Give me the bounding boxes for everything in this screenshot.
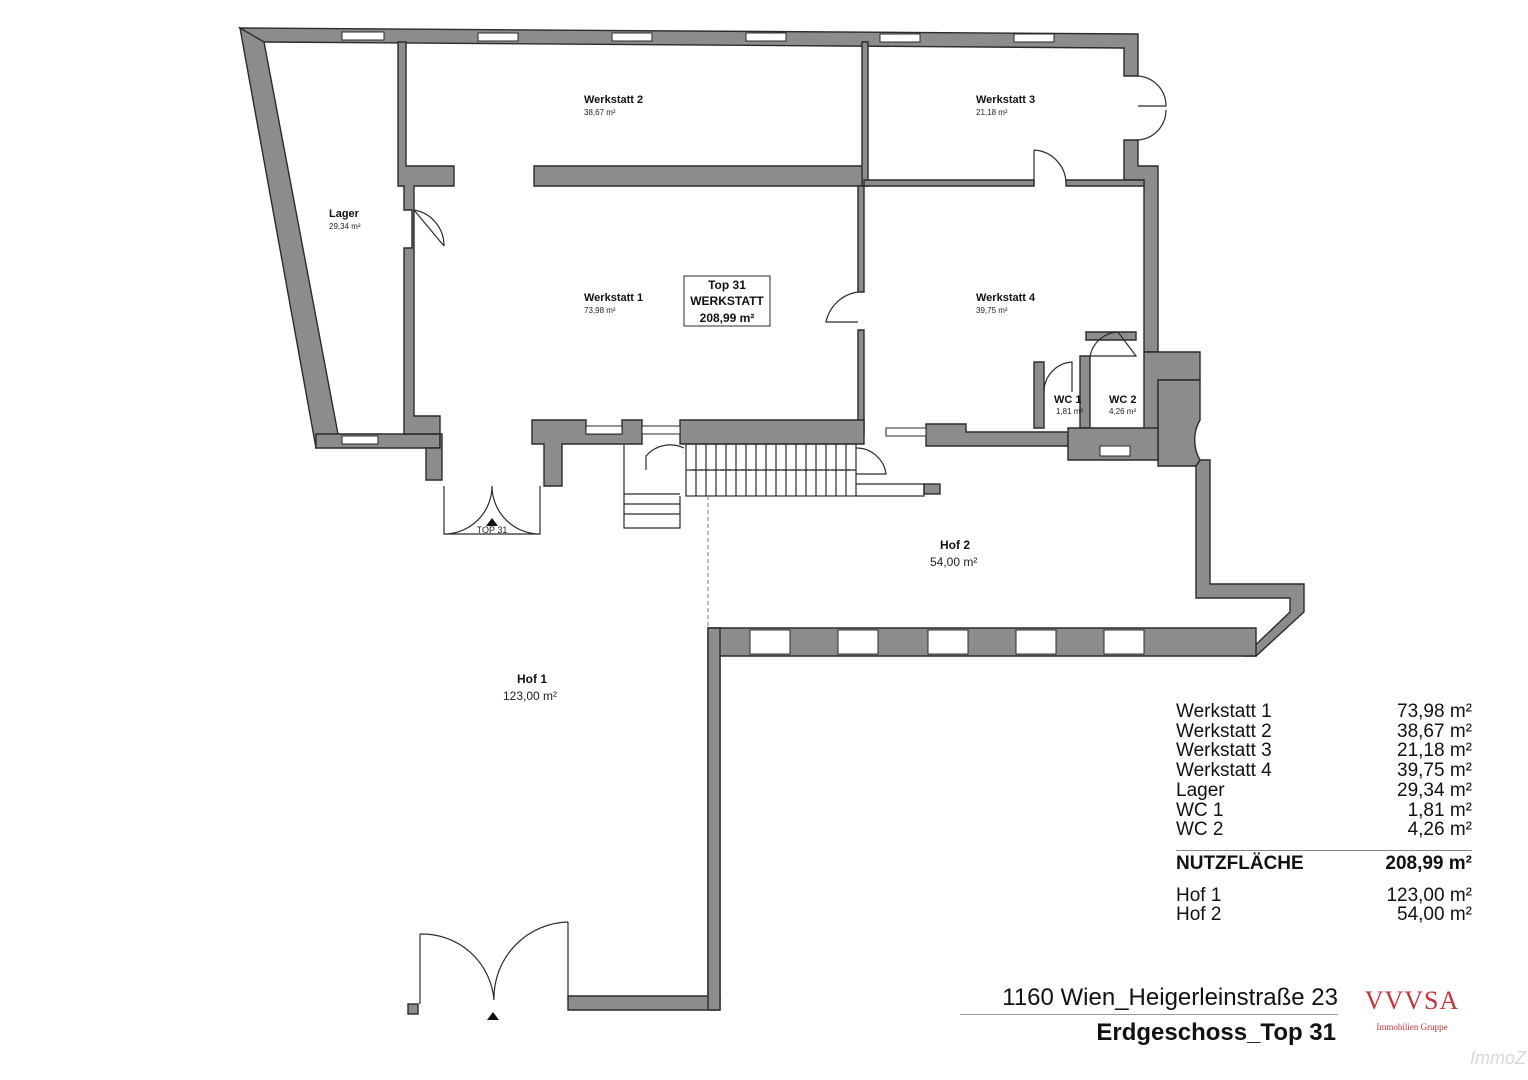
entrance-label: TOP 31 (477, 525, 508, 535)
area-label: WC 1 (1176, 799, 1224, 821)
area-label: Lager (1176, 779, 1225, 801)
area-label: Werkstatt 1 (1176, 701, 1272, 722)
hof2-area: 54,00 m² (930, 555, 977, 569)
werkstatt1-name: Werkstatt 1 (584, 292, 643, 304)
north-windows (341, 31, 1055, 43)
area-row: Lager 29,34 m² (1176, 781, 1472, 801)
area-label: Werkstatt 2 (1176, 720, 1272, 742)
werkstatt3-name: Werkstatt 3 (976, 94, 1035, 106)
wc2-area: 4,26 m² (1109, 407, 1136, 416)
interior-walls (397, 41, 1159, 487)
werkstatt3-area: 21,18 m² (976, 108, 1008, 117)
area-value: 4,26 m² (1407, 819, 1472, 841)
floor-title: Erdgeschoss_Top 31 (1096, 1019, 1336, 1046)
area-row: WC 2 4,26 m² (1176, 820, 1472, 840)
area-label: WC 2 (1176, 819, 1224, 841)
gate-arrow-icon (487, 1012, 499, 1020)
area-value: 1,81 m² (1407, 799, 1472, 821)
yard-row: Hof 2 54,00 m² (1176, 905, 1472, 925)
unit-box-line3: 208,99 m² (700, 311, 755, 325)
area-row: Werkstatt 4 39,75 m² (1176, 761, 1472, 781)
doors (413, 75, 1167, 1004)
hof2-name: Hof 2 (940, 538, 970, 552)
hof1-area: 123,00 m² (503, 689, 557, 703)
wc1-area: 1,81 m² (1056, 407, 1083, 416)
werkstatt4-area: 39,75 m² (976, 306, 1008, 315)
hof1-name: Hof 1 (517, 672, 547, 686)
lager-name: Lager (329, 208, 360, 220)
lager-area: 29,34 m² (329, 222, 361, 231)
unit-box: Top 31 WERKSTATT 208,99 m² (683, 275, 771, 327)
area-value: 73,98 m² (1397, 701, 1472, 722)
area-value: 21,18 m² (1397, 740, 1472, 762)
werkstatt2-area: 38,67 m² (584, 108, 616, 117)
logo-wordmark: VVVSA (1364, 986, 1460, 1015)
company-logo: VVVSA Immobilien Gruppe (1348, 986, 1476, 1046)
area-row: Werkstatt 2 38,67 m² (1176, 720, 1472, 742)
yard-value: 123,00 m² (1386, 884, 1472, 906)
yard-label: Hof 1 (1176, 884, 1222, 906)
area-value: 29,34 m² (1397, 779, 1472, 801)
logo-subtitle: Immobilien Gruppe (1376, 1022, 1448, 1032)
wc2-name: WC 2 (1109, 394, 1137, 406)
yard-label: Hof 2 (1176, 904, 1222, 926)
area-row: WC 1 1,81 m² (1176, 799, 1472, 821)
south-windows (341, 425, 1131, 457)
total-value: 208,99 m² (1385, 852, 1472, 874)
werkstatt1-area: 73,98 m² (584, 306, 616, 315)
unit-box-line2: WERKSTATT (690, 294, 764, 308)
werkstatt4-name: Werkstatt 4 (976, 292, 1036, 304)
area-label: Werkstatt 3 (1176, 740, 1272, 762)
hof2-south-windows (749, 629, 1145, 655)
area-row: Werkstatt 3 21,18 m² (1176, 741, 1472, 761)
wc1-name: WC 1 (1054, 394, 1082, 406)
staircase (623, 443, 925, 529)
werkstatt2-name: Werkstatt 2 (584, 94, 643, 106)
entrance-arrow-icon (486, 518, 498, 526)
entrance-markers: TOP 31 (477, 518, 508, 1020)
area-value: 39,75 m² (1397, 760, 1472, 782)
unit-box-line1: Top 31 (708, 278, 746, 292)
area-row: Werkstatt 1 73,98 m² (1176, 702, 1472, 722)
address: 1160 Wien_Heigerleinstraße 23 (960, 984, 1338, 1015)
area-label: Werkstatt 4 (1176, 760, 1272, 782)
total-row: NUTZFLÄCHE 208,99 m² (1176, 849, 1472, 874)
total-label: NUTZFLÄCHE (1176, 852, 1304, 874)
yard-value: 54,00 m² (1397, 904, 1472, 926)
watermark: ImmoZ (1470, 1048, 1526, 1068)
room-labels: Werkstatt 2 38,67 m² Werkstatt 3 21,18 m… (329, 94, 1137, 703)
area-value: 38,67 m² (1397, 720, 1472, 742)
yard-row: Hof 1 123,00 m² (1176, 884, 1472, 906)
